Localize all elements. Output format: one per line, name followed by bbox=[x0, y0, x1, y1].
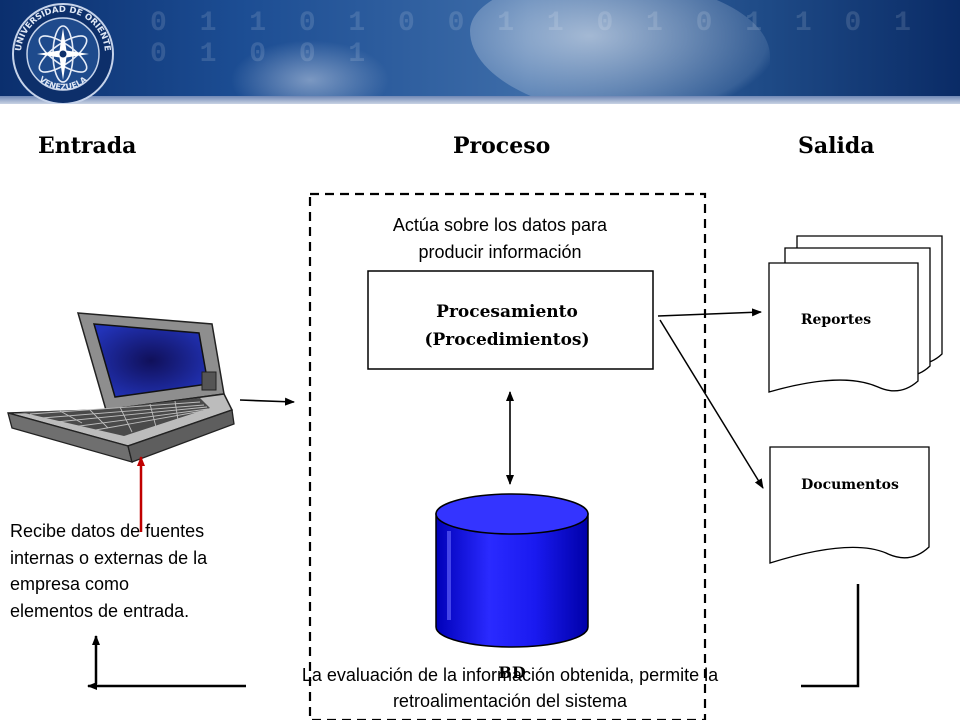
arrow-input-to-process bbox=[239, 397, 295, 406]
arrow-to-reportes bbox=[657, 308, 762, 317]
entrada-desc-line4: elementos de entrada. bbox=[10, 600, 190, 621]
feedback-line-right bbox=[801, 584, 860, 688]
entrada-desc-line3: empresa como bbox=[10, 574, 130, 594]
heading-salida: Salida bbox=[798, 133, 875, 159]
heading-entrada: Entrada bbox=[38, 133, 137, 159]
globe-landmass bbox=[470, 0, 770, 104]
binary-pattern: 0 1 1 0 1 0 0 1 1 0 1 0 1 1 0 1 0 1 0 0 … bbox=[150, 8, 919, 70]
reportes-label: Reportes bbox=[801, 312, 871, 328]
proceso-caption-line1: Actúa sobre los datos para bbox=[392, 215, 608, 235]
documentos-document: Documentos bbox=[769, 446, 930, 564]
laptop-icon bbox=[7, 312, 235, 463]
procedimientos-label: (Procedimientos) bbox=[424, 330, 589, 350]
process-boundary bbox=[308, 192, 707, 720]
database-label: BD bbox=[498, 663, 526, 682]
heading-proceso: Proceso bbox=[453, 133, 551, 159]
entrada-desc-line1: Recibe datos de fuentes bbox=[10, 521, 205, 541]
entrada-desc-line2: internas o externas de la bbox=[10, 547, 208, 568]
procesamiento-label: Procesamiento bbox=[436, 302, 578, 322]
arrow-to-documentos bbox=[659, 319, 764, 489]
feedback-line2: retroalimentación del sistema bbox=[392, 691, 628, 711]
database-cylinder bbox=[435, 493, 589, 648]
documentos-label: Documentos bbox=[801, 477, 899, 493]
reportes-documents: Reportes bbox=[768, 235, 943, 393]
feedback-caption: La evaluación de la información obtenida… bbox=[218, 662, 802, 714]
proceso-caption-line2: producir información bbox=[418, 242, 582, 262]
entrada-description: Recibe datos de fuentes internas o exter… bbox=[10, 518, 290, 624]
proceso-caption: Actúa sobre los datos para producir info… bbox=[340, 212, 660, 266]
header-band bbox=[0, 96, 960, 104]
globe-landmass-small bbox=[230, 40, 390, 104]
procesamiento-box: Procesamiento (Procedimientos) bbox=[367, 270, 654, 370]
feedback-line1: La evaluación de la información obtenida… bbox=[301, 665, 719, 685]
university-logo: UNIVERSIDAD DE ORIENTE VENEZUELA bbox=[12, 3, 114, 104]
header-banner: 0 1 1 0 1 0 0 1 1 0 1 0 1 1 0 1 0 1 0 0 … bbox=[0, 0, 960, 104]
